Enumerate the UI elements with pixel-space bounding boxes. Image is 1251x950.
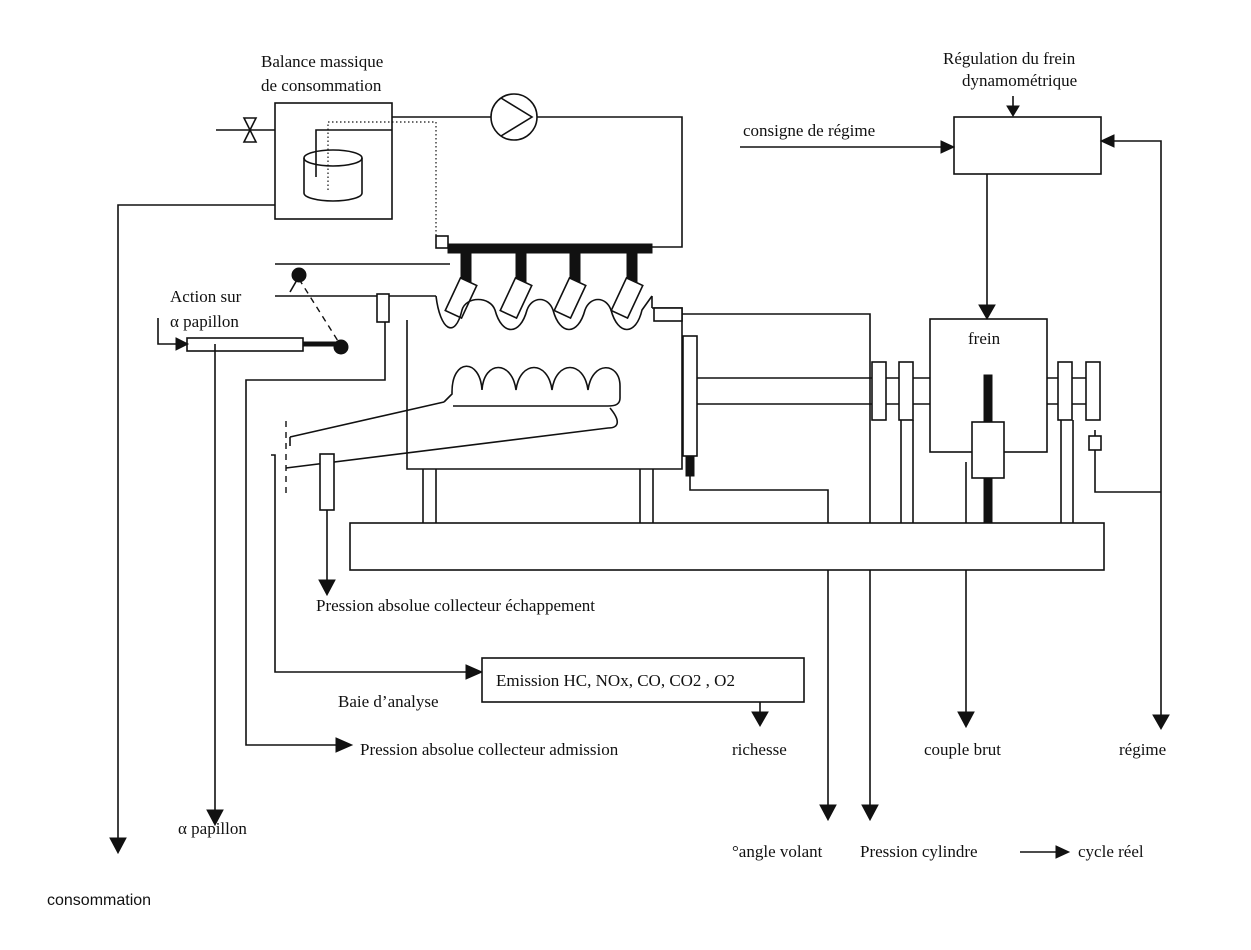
analysis-bay [481,657,805,728]
label-balance-2: de consommation [261,76,382,95]
label-regime: régime [1119,740,1166,759]
label-emission: Emission HC, NOx, CO, CO2 , O2 [496,671,735,690]
bench-base [349,522,1105,571]
fuel-balance [109,102,437,855]
label-cycle-reel: cycle réel [1078,842,1144,861]
drive-shaft [697,361,1101,523]
flywheel [682,313,879,822]
label-frein: frein [968,329,1001,348]
label-richesse: richesse [732,740,787,759]
label-couple-brut: couple brut [924,740,1001,759]
engine-block [271,307,683,680]
brake [929,318,1161,729]
label-regulation-2: dynamométrique [962,71,1077,90]
label-pression-echappement: Pression absolue collecteur échappement [316,596,595,615]
label-consommation: consommation [47,892,151,909]
label-pression-admission: Pression absolue collecteur admission [360,740,619,759]
label-consigne: consigne de régime [743,121,875,140]
intake-manifold [157,263,653,827]
label-action-2: α papillon [170,312,239,331]
label-angle-volant: °angle volant [732,842,823,861]
label-pression-cylindre: Pression cylindre [860,842,978,861]
label-regulation-1: Régulation du frein [943,49,1076,68]
label-balance-1: Balance massique [261,52,383,71]
label-action-1: Action sur [170,287,242,306]
fuel-pump [392,93,683,248]
injection-rail [435,235,653,320]
brake-regulation [740,96,1170,731]
label-alpha-papillon: α papillon [178,819,247,838]
label-baie: Baie d’analyse [338,692,439,711]
